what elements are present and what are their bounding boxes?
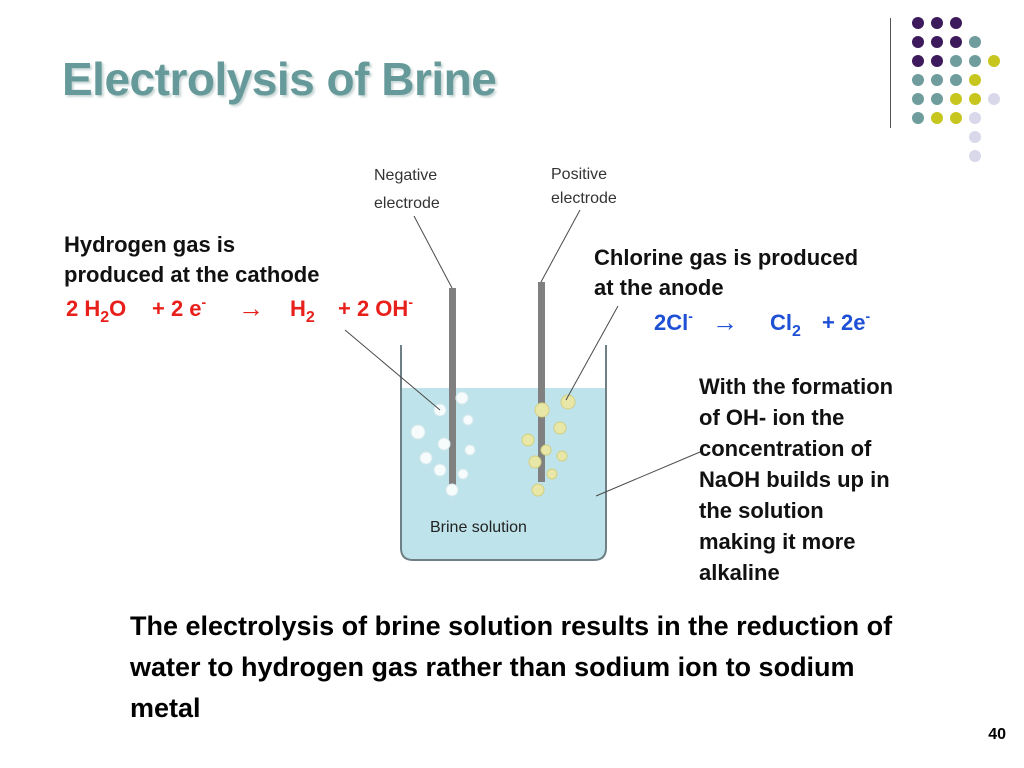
hydrogen-bubble bbox=[419, 451, 433, 465]
chlorine-bubble bbox=[528, 455, 542, 469]
chlorine-bubble bbox=[556, 450, 568, 462]
chlorine-bubble bbox=[560, 394, 576, 410]
anode-eq-product: Cl2 bbox=[770, 310, 801, 340]
chlorine-bubble bbox=[521, 433, 535, 447]
hydrogen-bubble bbox=[437, 437, 451, 451]
anode-eq-prod: Cl bbox=[770, 310, 792, 335]
anode-electrode bbox=[538, 282, 545, 482]
negative-electrode-label-line2: electrode bbox=[374, 195, 440, 212]
chlorine-bubble bbox=[531, 483, 545, 497]
cathode-eq-sup1: - bbox=[202, 294, 207, 310]
naoh-note-line: making it more bbox=[699, 529, 855, 554]
title-divider bbox=[890, 18, 891, 128]
anode-eq-arrow: → bbox=[712, 307, 738, 337]
hydrogen-bubble bbox=[462, 414, 474, 426]
anode-eq-plus: + 2e bbox=[822, 310, 865, 335]
negative-electrode-label-line1: Negative bbox=[374, 167, 437, 184]
cathode-eq-sup2: - bbox=[408, 294, 413, 310]
hydrogen-bubble bbox=[455, 391, 469, 405]
chlorine-bubble bbox=[546, 468, 558, 480]
chlorine-bubble bbox=[540, 444, 552, 456]
naoh-note-line: concentration of bbox=[699, 436, 872, 461]
hydrogen-bubble bbox=[445, 483, 459, 497]
anode-eq-reactant-text: 2Cl- bbox=[654, 308, 693, 335]
page-number: 40 bbox=[988, 726, 1006, 743]
anode-eq-sup1: - bbox=[688, 308, 693, 324]
slide-title: Electrolysis of Brine bbox=[62, 53, 497, 105]
cathode-eq-prod1: H bbox=[290, 296, 306, 321]
anode-eq-sup2: - bbox=[865, 308, 870, 324]
naoh-note-line: NaOH builds up in bbox=[699, 467, 890, 492]
anode-eq-reactant: 2Cl bbox=[654, 310, 688, 335]
hydrogen-bubble bbox=[457, 468, 469, 480]
leader-positive-electrode bbox=[540, 209, 581, 283]
hydrogen-bubble bbox=[464, 444, 476, 456]
cathode-eq-mol1: O bbox=[109, 296, 126, 321]
anode-note-line1: Chlorine gas is produced bbox=[594, 245, 858, 270]
cathode-equation: 2 H2O bbox=[66, 296, 126, 326]
cathode-eq-plus1-text: + 2 e- bbox=[152, 294, 207, 321]
anode-note-line2: at the anode bbox=[594, 275, 724, 300]
cathode-eq-product: H2 bbox=[290, 296, 315, 326]
hydrogen-bubble bbox=[410, 424, 426, 440]
cathode-eq-sub1: 2 bbox=[100, 309, 109, 326]
leader-negative-electrode bbox=[413, 215, 453, 289]
naoh-note-line: the solution bbox=[699, 498, 824, 523]
positive-electrode-label-line1: Positive bbox=[551, 166, 607, 183]
cathode-eq-sub2: 2 bbox=[306, 309, 315, 326]
cathode-eq-plus2-text: + 2 OH- bbox=[338, 294, 413, 321]
anode-eq-plus-text: + 2e- bbox=[822, 308, 870, 335]
cathode-eq-plus2: + 2 OH bbox=[338, 296, 408, 321]
leader-hydrogen bbox=[344, 329, 441, 411]
beaker-label: Brine solution bbox=[430, 519, 527, 536]
cathode-eq-coef1: 2 H bbox=[66, 296, 100, 321]
cathode-eq-arrow: → bbox=[238, 293, 264, 323]
cathode-eq-plus1: + 2 e bbox=[152, 296, 202, 321]
anode-eq-sub: 2 bbox=[792, 323, 801, 340]
summary-text: The electrolysis of brine solution resul… bbox=[130, 611, 893, 723]
leader-naoh bbox=[595, 451, 701, 497]
beaker-outline bbox=[400, 345, 607, 561]
hydrogen-bubbles bbox=[410, 391, 476, 497]
naoh-note-line: of OH- ion the bbox=[699, 405, 844, 430]
leader-chlorine bbox=[565, 305, 619, 401]
chlorine-bubble bbox=[534, 402, 550, 418]
cathode-electrode bbox=[449, 288, 456, 490]
chlorine-bubble bbox=[553, 421, 567, 435]
cathode-note-line2: produced at the cathode bbox=[64, 262, 319, 287]
naoh-note-line: alkaline bbox=[699, 560, 780, 585]
naoh-note-line: With the formation bbox=[699, 374, 893, 399]
positive-electrode-label-line2: electrode bbox=[551, 190, 617, 207]
hydrogen-bubble bbox=[433, 463, 447, 477]
cathode-note-line1: Hydrogen gas is bbox=[64, 232, 235, 257]
electrolysis-diagram: Negative electrode Positive electrode Hy… bbox=[64, 166, 893, 585]
chlorine-bubbles bbox=[521, 394, 576, 497]
